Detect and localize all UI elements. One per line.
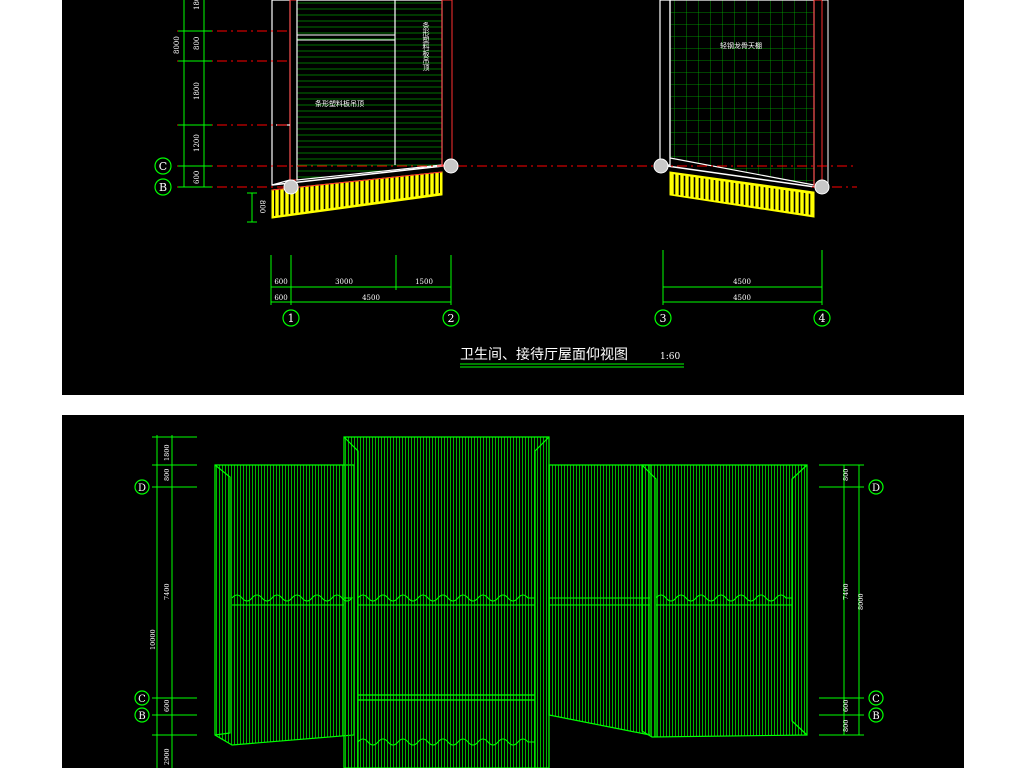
dim-bot-3000: 3000 [335,278,353,286]
dim-bot-600-b: 600 [274,294,287,302]
left-dims-lines [152,435,197,768]
dim-800: 800 [193,37,201,50]
left-dimension-texts: 1800 800 8000 1800 1200 600 800 [173,0,266,213]
bdim-600: 600 [163,700,171,712]
right-room [659,0,829,218]
rdim-7400: 7400 [842,583,850,600]
baxis-d-left: D [138,483,146,494]
left-axis-bubbles: D C B [134,479,150,723]
dim-bot-4500-c: 4500 [733,294,751,302]
axis-4-label: 4 [819,312,826,325]
baxis-b-right: B [872,711,879,722]
right-dims-texts: 800 7400 8000 600 800 [842,469,865,732]
bottom-drawing-panel: 1800 800 7400 10000 600 2900 D C B 800 7… [62,415,964,768]
axis-c-label: C [159,160,167,173]
roof-panels [214,436,808,768]
drawing-title: 卫生间、接待厅屋面仰视图 [460,346,628,363]
vertical-ceiling-label-text: 条形塑料板吊顶 [422,21,430,72]
baxis-c-left: C [138,694,146,705]
axis-row-bubbles: C B [154,157,172,196]
rdim-800-b: 800 [842,720,850,732]
top-plan-svg: 1800 800 8000 1800 1200 600 800 C B 条形塑料… [154,0,857,368]
right-dims-lines [819,464,864,736]
bottom-dimension-texts: 600 3000 1500 600 4500 4500 4500 [274,278,751,302]
ridge-lines [231,594,792,746]
dim-bot-4500-a: 4500 [362,294,380,302]
rdim-800: 800 [842,469,850,481]
roof-plan-svg: 1800 800 7400 10000 600 2900 D C B 800 7… [134,435,884,768]
bdim-7400: 7400 [163,583,171,600]
right-ceiling-label: 轻钢龙骨天棚 [720,41,762,50]
bdim-2900: 2900 [163,748,171,765]
dim-bot-600-a: 600 [274,278,287,286]
axis-3-label: 3 [660,312,667,325]
left-dimension-lines [178,0,257,223]
baxis-b-left: B [138,711,145,722]
column-nodes [283,158,830,195]
dim-bot-1500: 1500 [415,278,433,286]
dim-8000: 8000 [173,36,181,54]
bdim-10000: 10000 [149,629,157,650]
bdim-800: 800 [163,469,171,481]
bottom-dimension-lines [270,250,823,305]
bdim-1800: 1800 [163,444,171,461]
dim-1800: 1800 [193,82,201,100]
dim-eave-800: 800 [258,200,266,213]
dim-bot-4500-b: 4500 [733,278,751,286]
axis-2-label: 2 [448,312,455,325]
axis-b-label: B [159,181,167,194]
baxis-c-right: C [872,694,880,705]
dim-1200: 1200 [193,134,201,152]
baxis-d-right: D [872,483,880,494]
top-drawing-panel: 1800 800 8000 1800 1200 600 800 C B 条形塑料… [62,0,964,395]
left-ceiling-label: 条形塑料板吊顶 [315,99,364,108]
left-room [271,0,453,219]
title-underline [460,363,684,368]
axis-1-label: 1 [288,312,295,325]
vertical-ceiling-label: 条形塑料板吊顶 [422,21,430,72]
dim-600: 600 [193,171,201,184]
drawing-scale: 1:60 [660,352,680,362]
dim-1800-top: 1800 [193,0,201,10]
rdim-8000: 8000 [857,593,865,610]
rdim-600: 600 [842,700,850,712]
left-dims-texts: 1800 800 7400 10000 600 2900 [149,444,171,765]
axis-col-bubbles: 1 2 3 4 [282,309,831,327]
right-axis-bubbles: D C B [868,479,884,723]
